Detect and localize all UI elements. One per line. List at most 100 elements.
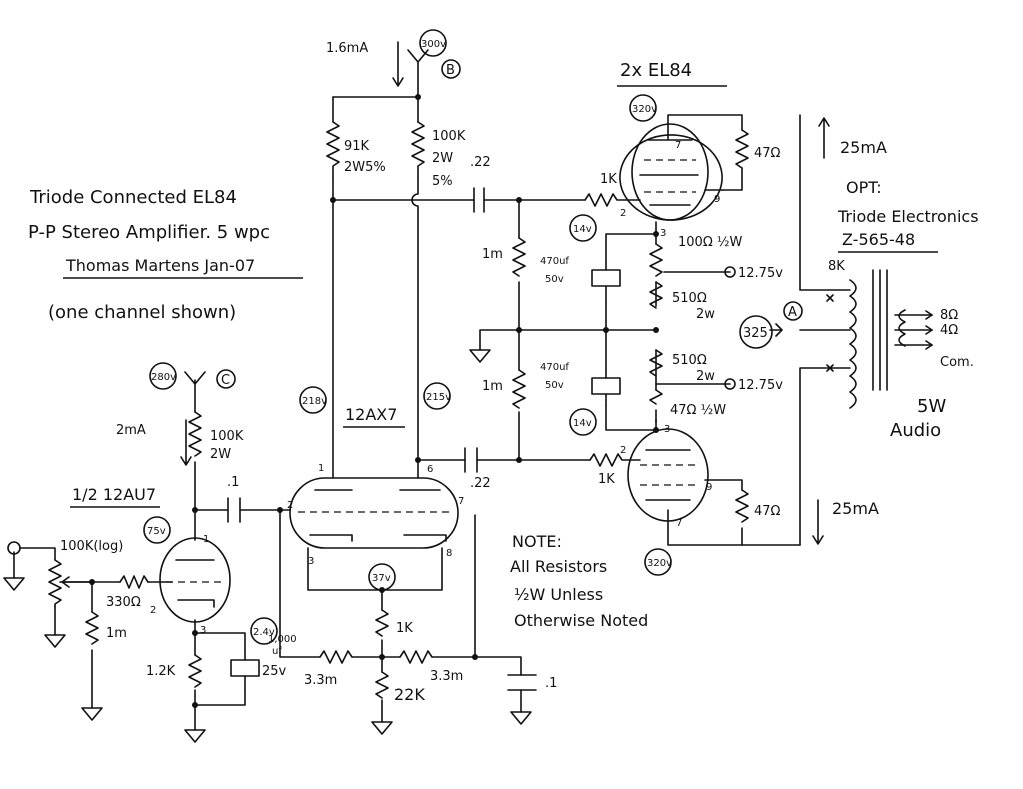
output-transformer <box>799 269 906 409</box>
title-block: Triode Connected EL84 P-P Stereo Amplifi… <box>28 187 303 323</box>
capacitors <box>227 187 621 691</box>
a-voltage: 325 <box>743 326 768 341</box>
pin-el84-bot-plate: 7 <box>676 518 682 529</box>
opt-primary: 8K <box>828 259 845 274</box>
pot-label: 100K(log) <box>60 539 123 554</box>
c-470-top-val: 470uf <box>540 256 569 267</box>
header-driver-tube: 12AX7 <box>345 405 397 424</box>
opt-model: Z-565-48 <box>842 230 915 249</box>
pin-el84-top-cathode: 3 <box>660 228 666 239</box>
r-1m-bottom: 1m <box>482 379 503 394</box>
c-1000-unit: uf <box>272 646 282 657</box>
r-33m-left: 3.3m <box>304 673 337 688</box>
component-labels: 91K 2W5% 100K 2W 5% .22 .22 1K 1K 1m 1m … <box>60 129 783 704</box>
tube-el84-bottom <box>627 428 709 522</box>
r-100k-spec2: 5% <box>432 174 453 189</box>
b-current: 1.6mA <box>326 41 368 56</box>
pin-el84-bot-screen: 9 <box>706 482 712 493</box>
pin-au7-grid: 2 <box>150 605 156 616</box>
r-510-bottom: 510Ω <box>672 353 707 368</box>
opt-maker: Triode Electronics <box>837 207 979 226</box>
opt-tap-8: 8Ω <box>940 308 958 323</box>
r-330: 330Ω <box>106 595 141 610</box>
opt-tap-4: 4Ω <box>940 323 958 338</box>
tube-12au7-half <box>159 537 231 623</box>
r-91k-spec: 2W5% <box>344 160 386 175</box>
pin-el84-top-screen: 9 <box>714 194 720 205</box>
junction-dots <box>89 94 659 708</box>
c-voltage: 280v <box>151 372 176 383</box>
r-510-bottom-w: 2w <box>696 369 715 384</box>
c-node: C <box>221 373 230 388</box>
r-510-top-w: 2w <box>696 307 715 322</box>
c-01-bypass: .1 <box>545 676 557 691</box>
c-1000-v: 25v <box>262 664 287 679</box>
note-line-3: ½W Unless <box>514 585 603 604</box>
v-driver-plate-left: 218v <box>302 396 327 407</box>
pin-el84-bot-grid: 2 <box>620 445 626 456</box>
title-line-2: P-P Stereo Amplifier. 5 wpc <box>28 222 270 243</box>
c-current: 2mA <box>116 423 146 438</box>
r-47-bottom: 47Ω <box>754 504 781 519</box>
pin-ax7-plate-b: 6 <box>427 464 433 475</box>
r-1m-top: 1m <box>482 247 503 262</box>
c-01-coupling: .1 <box>227 475 239 490</box>
r-100k-spec1: 2W <box>432 151 453 166</box>
title-author: Thomas Martens Jan-07 <box>65 256 255 275</box>
r-91k: 91K <box>344 139 370 154</box>
note-line-2: All Resistors <box>510 557 607 576</box>
c-470-top-v: 50v <box>545 274 564 285</box>
tube-12ax7 <box>289 477 459 549</box>
r-100-half: 100Ω ½W <box>678 235 742 250</box>
r-100k-c: 100K <box>210 429 244 444</box>
opt-com: Com. <box>940 355 974 370</box>
notes-block: NOTE: All Resistors ½W Unless Otherwise … <box>510 532 648 630</box>
v-bottom-cathode: 14v <box>573 418 592 429</box>
v-top-cathode: 14v <box>573 224 592 235</box>
supply-markers <box>143 29 933 645</box>
note-line-4: Otherwise Noted <box>514 611 648 630</box>
pin-ax7-cath-b: 8 <box>446 548 452 559</box>
pin-el84-bot-cathode: 3 <box>664 424 670 435</box>
a-node: A <box>788 305 797 320</box>
tap-top: 12.75v <box>738 266 783 281</box>
output-label: Audio <box>890 420 941 441</box>
c-22-bottom: .22 <box>470 476 491 491</box>
header-input-tube: 1/2 12AU7 <box>72 485 156 504</box>
r-510-top: 510Ω <box>672 291 707 306</box>
r-100k-c-w: 2W <box>210 447 231 462</box>
r-47-half: 47Ω ½W <box>670 403 726 418</box>
current-bottom: 25mA <box>832 499 879 518</box>
v-driver-cathode: 37v <box>372 573 391 584</box>
pin-ax7-cath-a: 3 <box>308 556 314 567</box>
r-33m-right: 3.3m <box>430 669 463 684</box>
v-input-cathode: 2.4v <box>253 627 275 638</box>
title-line-1: Triode Connected EL84 <box>29 187 237 208</box>
c-1000-val: 1,000 <box>268 634 297 645</box>
r-12k: 1.2K <box>146 664 176 679</box>
b-node: B <box>446 63 455 78</box>
c-22-top: .22 <box>470 155 491 170</box>
pin-numbers: 7 2 3 9 3 2 9 7 1 6 2 7 3 8 1 2 3 <box>150 140 720 636</box>
r-100k: 100K <box>432 129 466 144</box>
v-top-plate: 320v <box>632 104 657 115</box>
tube-el84-top <box>619 123 723 221</box>
v-driver-plate-right: 215v <box>426 392 451 403</box>
r-1k-grid-top: 1K <box>600 172 617 187</box>
r-22k: 22K <box>394 685 425 704</box>
pin-el84-top-plate: 7 <box>675 140 681 151</box>
note-line-1: NOTE: <box>512 532 562 551</box>
tap-bottom: 12.75v <box>738 378 783 393</box>
title-note: (one channel shown) <box>48 302 236 323</box>
pin-ax7-grid-a: 2 <box>287 500 293 511</box>
pin-ax7-plate-a: 1 <box>318 463 324 474</box>
opt-label: OPT: <box>846 178 882 197</box>
v-input-plate: 75v <box>147 526 166 537</box>
pin-el84-top-grid: 2 <box>620 208 626 219</box>
r-47-top: 47Ω <box>754 146 781 161</box>
r-1k-grid-bottom: 1K <box>598 472 615 487</box>
c-470-bottom-v: 50v <box>545 380 564 391</box>
r-1k-tail: 1K <box>396 621 413 636</box>
b-voltage: 300v <box>421 39 446 50</box>
